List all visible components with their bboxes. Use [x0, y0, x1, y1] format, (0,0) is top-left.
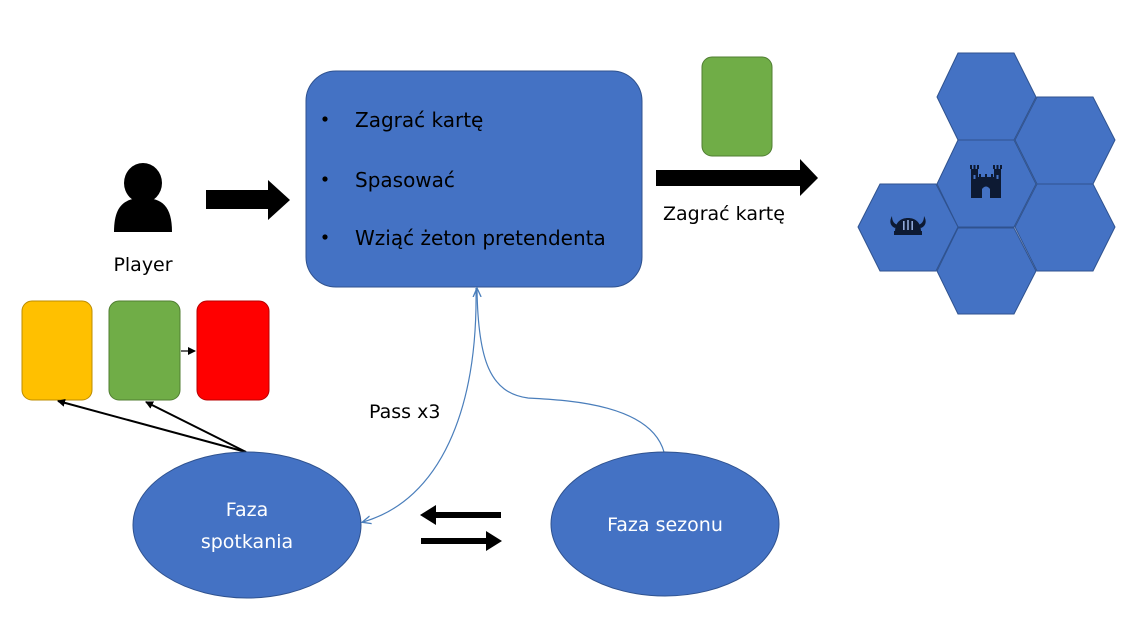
card-green: [108, 300, 181, 401]
bullet: [322, 116, 328, 122]
encounter-to-green-card-arrow: [145, 401, 247, 453]
encounter-phase-label-line2: spotkania: [201, 531, 293, 553]
action-item-play-card: Zagrać kartę: [355, 108, 483, 132]
pass-connector-label: Pass x3: [369, 401, 440, 423]
player-to-actions-arrow: [206, 180, 290, 220]
player-label: Player: [113, 254, 172, 276]
castle-icon: [970, 165, 1002, 198]
bullet: [322, 234, 328, 240]
encounter-to-season-arrow: [421, 531, 502, 551]
action-item-pass: Spasować: [355, 168, 455, 192]
hex-map: [857, 52, 1116, 315]
encounter-phase-node: [132, 451, 362, 599]
played-card: [701, 56, 773, 157]
play-card-arrow-label: Zagrać kartę: [663, 203, 785, 225]
encounter-phase-label-line1: Faza: [226, 499, 268, 521]
encounter-to-yellow-card-arrow: [57, 398, 247, 453]
actions-list: Zagrać kartę Spasować Wziąć żeton preten…: [322, 108, 606, 250]
season-phase-label: Faza sezonu: [607, 514, 723, 536]
person-icon: [114, 163, 172, 232]
season-phase-node: [550, 451, 780, 597]
card-yellow: [21, 300, 93, 401]
hex-tile: [936, 227, 1037, 315]
season-to-actions-connector: [477, 289, 665, 453]
viking-helmet-icon: [890, 216, 926, 235]
card-red: [196, 300, 270, 401]
play-card-arrow: [656, 159, 818, 196]
season-to-encounter-arrow: [420, 505, 501, 525]
action-item-take-token: Wziąć żeton pretendenta: [355, 226, 606, 250]
bullet: [322, 176, 328, 182]
hex-tile: [1014, 183, 1116, 272]
pass-connector: [363, 287, 477, 522]
